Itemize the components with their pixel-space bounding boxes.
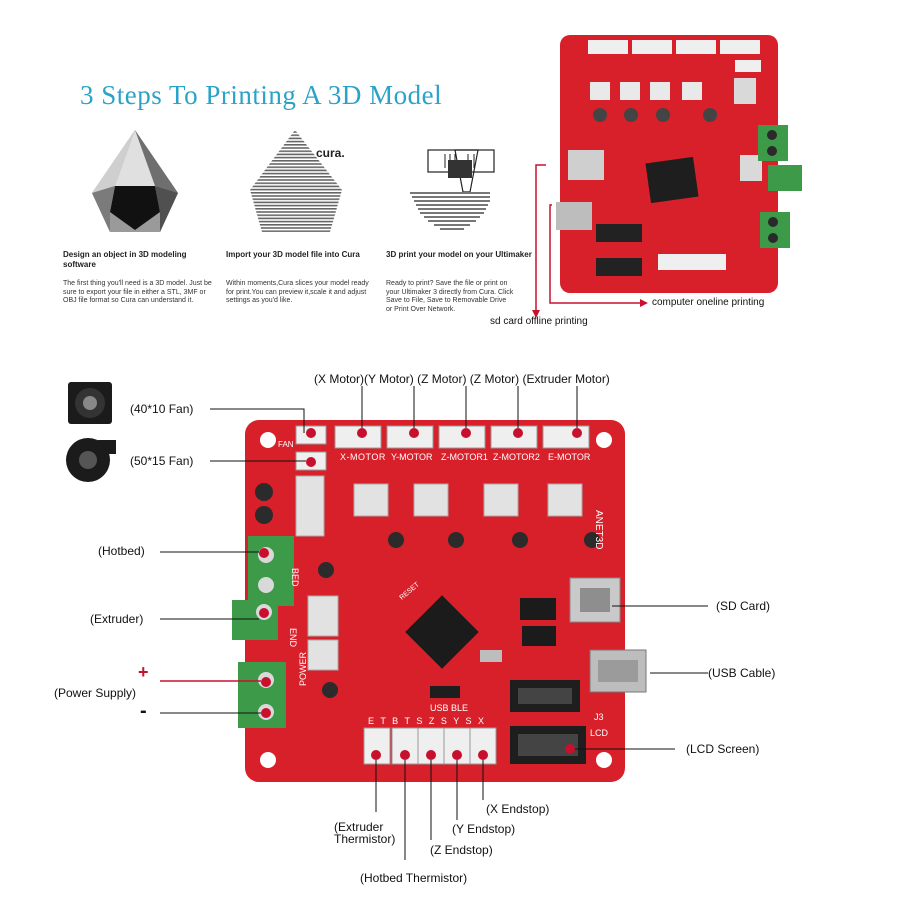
label-z-endstop: (Z Endstop) — [430, 843, 493, 857]
silk-endstop-letters: E T B T S Z S Y S X — [368, 716, 487, 726]
label-sd-card: (SD Card) — [716, 599, 771, 613]
label-x-endstop: (X Endstop) — [486, 802, 550, 816]
label-hotbed-thermistor: (Hotbed Thermistor) — [360, 871, 468, 885]
silk-z-motor1: Z-MOTOR1 — [441, 452, 488, 462]
board-main — [245, 420, 647, 782]
fan-50-icon — [66, 438, 116, 482]
step-2-body: Within moments,Cura slices your model re… — [226, 280, 369, 304]
board-photo-top — [556, 35, 802, 293]
computer-printing-label: computer oneline printing — [652, 297, 765, 308]
silk-power: POWER — [298, 651, 308, 686]
label-extruder-thermistor-1: (Extruder — [334, 820, 384, 834]
silk-x-motor: X-MOTOR — [340, 452, 386, 462]
label-extruder: (Extruder) — [90, 612, 144, 626]
step-1-body: The first thing you'll need is a 3D mode… — [63, 280, 212, 304]
silk-y-motor: Y-MOTOR — [391, 452, 433, 462]
page-title: 3 Steps To Printing A 3D Model — [80, 80, 443, 110]
silk-j3: J3 — [594, 712, 604, 722]
label-minus: - — [140, 700, 147, 722]
label-fan-40: (40*10 Fan) — [130, 402, 194, 416]
label-lcd-screen: (LCD Screen) — [686, 742, 760, 756]
silk-e-motor: E-MOTOR — [548, 452, 591, 462]
label-motors: (X Motor)(Y Motor) (Z Motor) (Z Motor) (… — [314, 372, 610, 386]
silk-fan: FAN — [278, 440, 294, 449]
gem-icon — [92, 130, 178, 232]
silk-bed: BED — [290, 568, 300, 587]
sd-printing-label: sd card offline printing — [490, 316, 588, 327]
silk-end: END — [288, 628, 298, 648]
fan-40-icon — [68, 382, 112, 424]
printer-icon — [410, 149, 495, 230]
silk-brand: ANET3D — [593, 510, 604, 550]
label-y-endstop: (Y Endstop) — [452, 822, 516, 836]
screw-terminals — [232, 536, 294, 728]
label-plus: + — [138, 662, 149, 682]
label-fan-50: (50*15 Fan) — [130, 454, 194, 468]
label-usb-cable: (USB Cable) — [708, 666, 776, 680]
silk-usb-ble: USB BLE — [430, 703, 469, 713]
label-power-supply: (Power Supply) — [54, 686, 137, 700]
step-2-heading: Import your 3D model file into Cura — [226, 250, 360, 259]
label-hotbed: (Hotbed) — [98, 544, 145, 558]
sliced-model-icon — [250, 130, 342, 232]
silk-z-motor2: Z-MOTOR2 — [493, 452, 540, 462]
step-1-heading: Design an object in 3D modeling software — [63, 250, 187, 269]
step-3-heading: 3D print your model on your Ultimaker — [386, 250, 532, 259]
cura-logo: cura. — [316, 146, 345, 160]
step-3-body: Ready to print? Save the file or print o… — [386, 280, 514, 313]
label-extruder-thermistor-2: Thermistor) — [334, 832, 396, 846]
silk-lcd: LCD — [590, 728, 609, 738]
